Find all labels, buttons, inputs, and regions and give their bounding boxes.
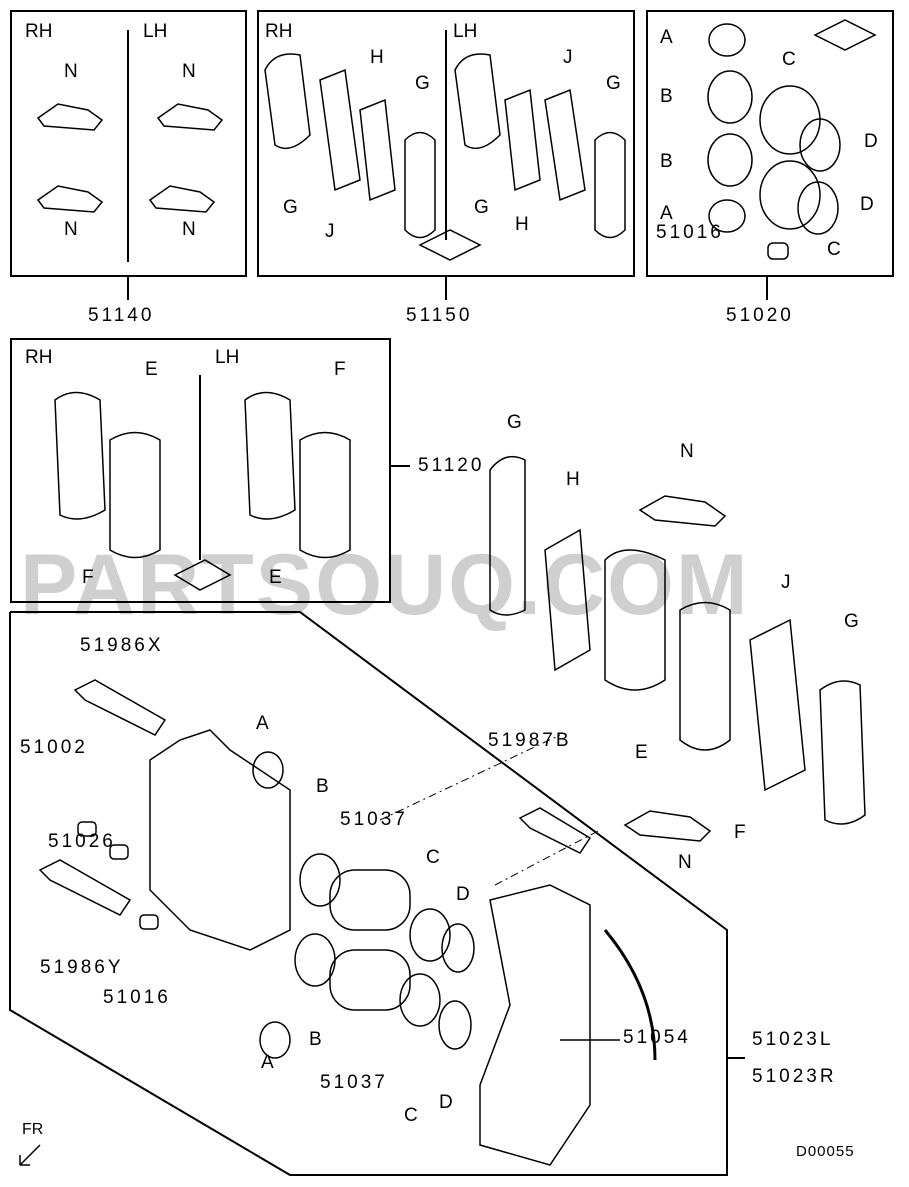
guide-spring [603, 929, 657, 1061]
callout: E [635, 742, 648, 763]
part-number[interactable]: 51987B [488, 730, 572, 751]
callout: N [680, 441, 694, 462]
callout: C [827, 239, 841, 260]
clip-shapes [36, 103, 727, 842]
callout: A [660, 27, 673, 48]
callout: D [864, 131, 878, 152]
caliper-bracket [479, 884, 591, 1166]
callout: N [64, 61, 78, 82]
part-number[interactable]: 51120 [418, 455, 485, 476]
callout: J [563, 47, 573, 68]
watermark: PARTSOUQ.COM [20, 537, 750, 633]
lh-label: LH [215, 347, 240, 368]
callout: J [325, 221, 335, 242]
caliper-body [149, 729, 291, 951]
callout: G [415, 73, 430, 94]
kit-51020-box [646, 10, 894, 277]
callout: N [182, 61, 196, 82]
kit-51120-box [10, 338, 391, 603]
callout: F [734, 822, 746, 843]
caliper-outline [9, 611, 728, 1176]
rh-label: RH [25, 347, 53, 368]
callout: B [316, 776, 329, 797]
shim-shapes [54, 19, 877, 825]
callout: H [370, 47, 384, 68]
lh-label: LH [143, 21, 168, 42]
part-number[interactable]: 51150 [406, 305, 473, 326]
front-indicator: FR [22, 1121, 44, 1138]
callout: C [426, 847, 440, 868]
callout: D [456, 884, 470, 905]
callout: C [404, 1105, 418, 1126]
callout: B [309, 1029, 322, 1050]
part-number[interactable]: 51016 [103, 987, 171, 1008]
rh-label: RH [25, 21, 53, 42]
part-number[interactable]: 51986X [80, 635, 164, 656]
fr-arrow-icon [19, 1144, 41, 1166]
callout: E [145, 359, 158, 380]
part-number[interactable]: 51016 [656, 222, 724, 243]
callout: F [82, 567, 94, 588]
bolt-shapes [38, 679, 592, 930]
callout: H [515, 214, 529, 235]
callout: C [782, 49, 796, 70]
callout: E [269, 567, 282, 588]
callout: A [660, 203, 673, 224]
rh-label: RH [265, 21, 293, 42]
callout: G [283, 197, 298, 218]
callout: G [507, 412, 522, 433]
callout: N [182, 219, 196, 240]
callout: A [256, 713, 269, 734]
part-number[interactable]: 51002 [20, 737, 88, 758]
callout: N [678, 852, 692, 873]
callout: H [566, 469, 580, 490]
part-number[interactable]: 51023R [752, 1066, 837, 1087]
callout: F [334, 359, 346, 380]
callout: D [860, 194, 874, 215]
callout: G [606, 73, 621, 94]
callout: B [660, 151, 673, 172]
kit-51140-box [10, 10, 247, 277]
part-number[interactable]: 51026 [48, 831, 116, 852]
part-number[interactable]: 51986Y [40, 957, 124, 978]
kit-51150-box [257, 10, 635, 277]
callout: N [64, 219, 78, 240]
callout: D [439, 1092, 453, 1113]
diagram-code: D00055 [796, 1143, 855, 1160]
part-number[interactable]: 51140 [88, 305, 155, 326]
callout: A [261, 1052, 274, 1073]
callout: G [844, 611, 859, 632]
part-number[interactable]: 51037 [320, 1072, 388, 1093]
seal-shapes [252, 23, 841, 1059]
part-number[interactable]: 51020 [726, 305, 794, 326]
part-number[interactable]: 51037 [340, 809, 408, 830]
callout: B [660, 86, 673, 107]
part-number[interactable]: 51054 [623, 1027, 691, 1048]
part-number[interactable]: 51023L [752, 1029, 834, 1050]
callout: J [781, 572, 791, 593]
lh-label: LH [453, 21, 478, 42]
callout: G [474, 197, 489, 218]
